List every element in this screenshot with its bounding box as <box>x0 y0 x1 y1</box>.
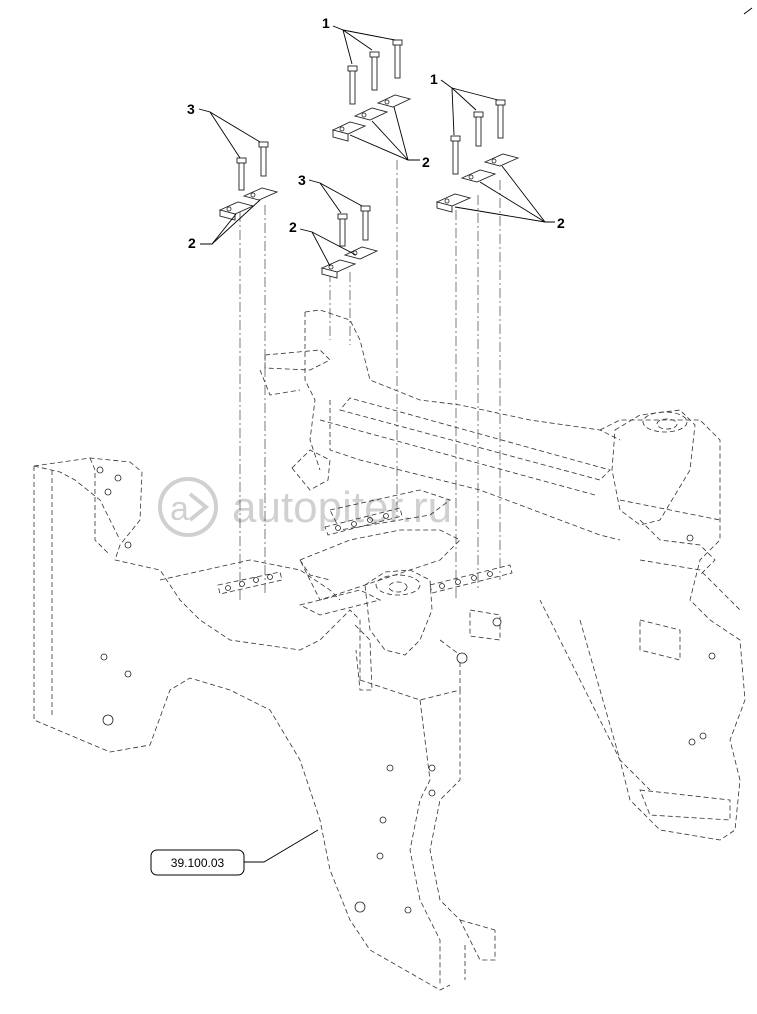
bolts <box>236 39 506 247</box>
watermark-text: autopiter.ru <box>232 483 452 532</box>
watermark: a autopiter.ru <box>158 477 452 537</box>
reference-box[interactable]: 39.100.03 <box>150 849 245 876</box>
callout-2-center: 2 <box>289 219 297 235</box>
callout-2-left: 2 <box>188 235 196 251</box>
reference-label: 39.100.03 <box>171 856 225 870</box>
mounting-plate-rows <box>217 507 513 595</box>
arrow-circle-icon: a <box>158 477 218 537</box>
frame-holes <box>96 466 716 914</box>
corner-mark <box>743 7 753 15</box>
leader-lines <box>198 25 555 863</box>
callout-2-top: 2 <box>422 154 430 170</box>
callout-3-left: 3 <box>187 101 195 117</box>
callout-labels: 1 1 2 2 2 2 3 3 <box>187 15 565 251</box>
callout-1-top: 1 <box>322 15 330 31</box>
svg-text:a: a <box>170 490 189 528</box>
callout-1-right: 1 <box>430 71 438 87</box>
chassis-frame <box>33 309 746 991</box>
callout-2-right: 2 <box>557 215 565 231</box>
callout-3-center: 3 <box>298 172 306 188</box>
alignment-center-lines <box>239 160 501 600</box>
